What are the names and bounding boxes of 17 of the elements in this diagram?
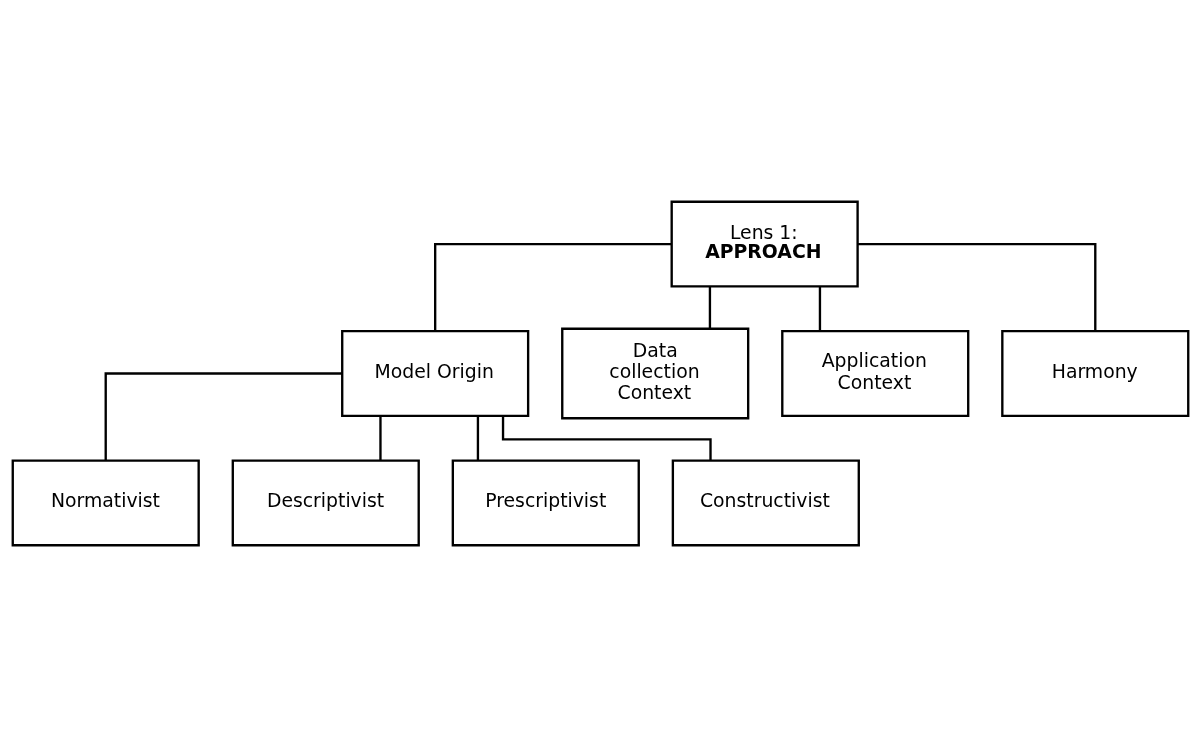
node-box: Lens 1: APPROACH — [670, 200, 859, 288]
connector — [104, 371, 343, 461]
node-box: Prescriptivist — [451, 458, 640, 546]
connector — [434, 242, 672, 331]
connector — [708, 285, 712, 328]
connector — [857, 242, 1097, 331]
node-box: Data collection Context — [561, 327, 750, 419]
node-box: Application Context — [781, 329, 970, 417]
node-box: Descriptivist — [231, 458, 420, 546]
connector — [818, 285, 822, 331]
connector — [501, 415, 712, 461]
node-box: Model Origin — [341, 329, 530, 417]
connector — [379, 415, 382, 460]
connector — [476, 415, 480, 460]
node-box: Constructivist — [671, 458, 860, 546]
node-box: Normativist — [11, 458, 200, 546]
node-box: Harmony — [1001, 329, 1190, 417]
